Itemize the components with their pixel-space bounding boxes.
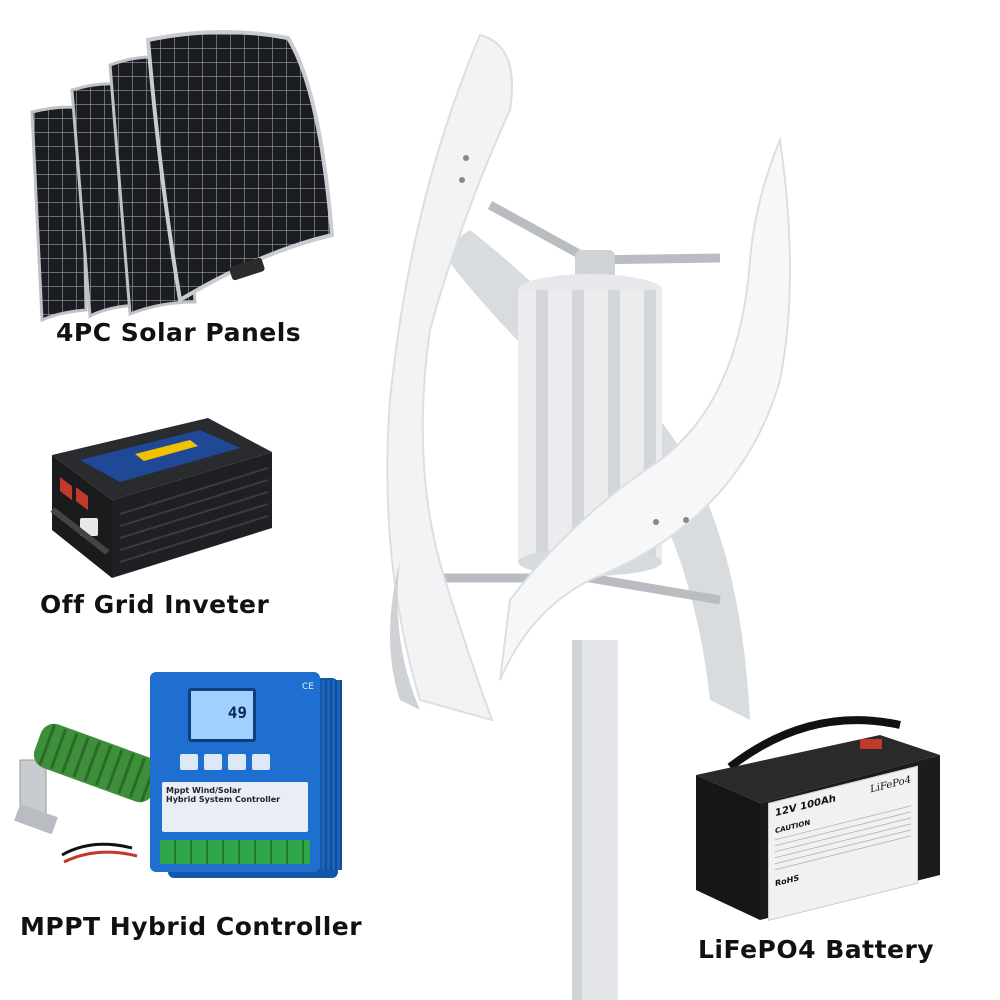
esc-button (180, 754, 198, 770)
controller-title-line2: Hybrid System Controller (166, 795, 281, 804)
lcd-readout: 49 (227, 703, 247, 722)
inverter-image (50, 418, 272, 578)
controller-caption: MPPT Hybrid Controller (20, 912, 363, 941)
dump-load-resistor-image (14, 723, 161, 864)
right-button (228, 754, 246, 770)
left-button (204, 754, 222, 770)
controller-lcd-display: 49 (188, 688, 256, 742)
hybrid-controller: CE 49 Mppt Wind/Solar Hybrid System Cont… (150, 672, 342, 872)
solar-panels-caption: 4PC Solar Panels (56, 318, 302, 347)
controller-terminal-block (160, 840, 310, 864)
controller-fins (322, 680, 342, 870)
ok-button (252, 754, 270, 770)
battery-caption: LiFePO4 Battery (698, 935, 935, 964)
inverter-caption: Off Grid Inveter (40, 590, 270, 619)
battery-chemistry: LiFePo4 (870, 774, 911, 796)
controller-ce-mark: CE (302, 682, 314, 692)
controller-buttons (180, 754, 270, 770)
solar-panels-image (30, 30, 335, 323)
vertical-wind-turbine-image (386, 33, 791, 1000)
controller-title-line1: Mppt Wind/Solar (166, 786, 242, 795)
controller-label-panel: Mppt Wind/Solar Hybrid System Controller (162, 782, 308, 832)
